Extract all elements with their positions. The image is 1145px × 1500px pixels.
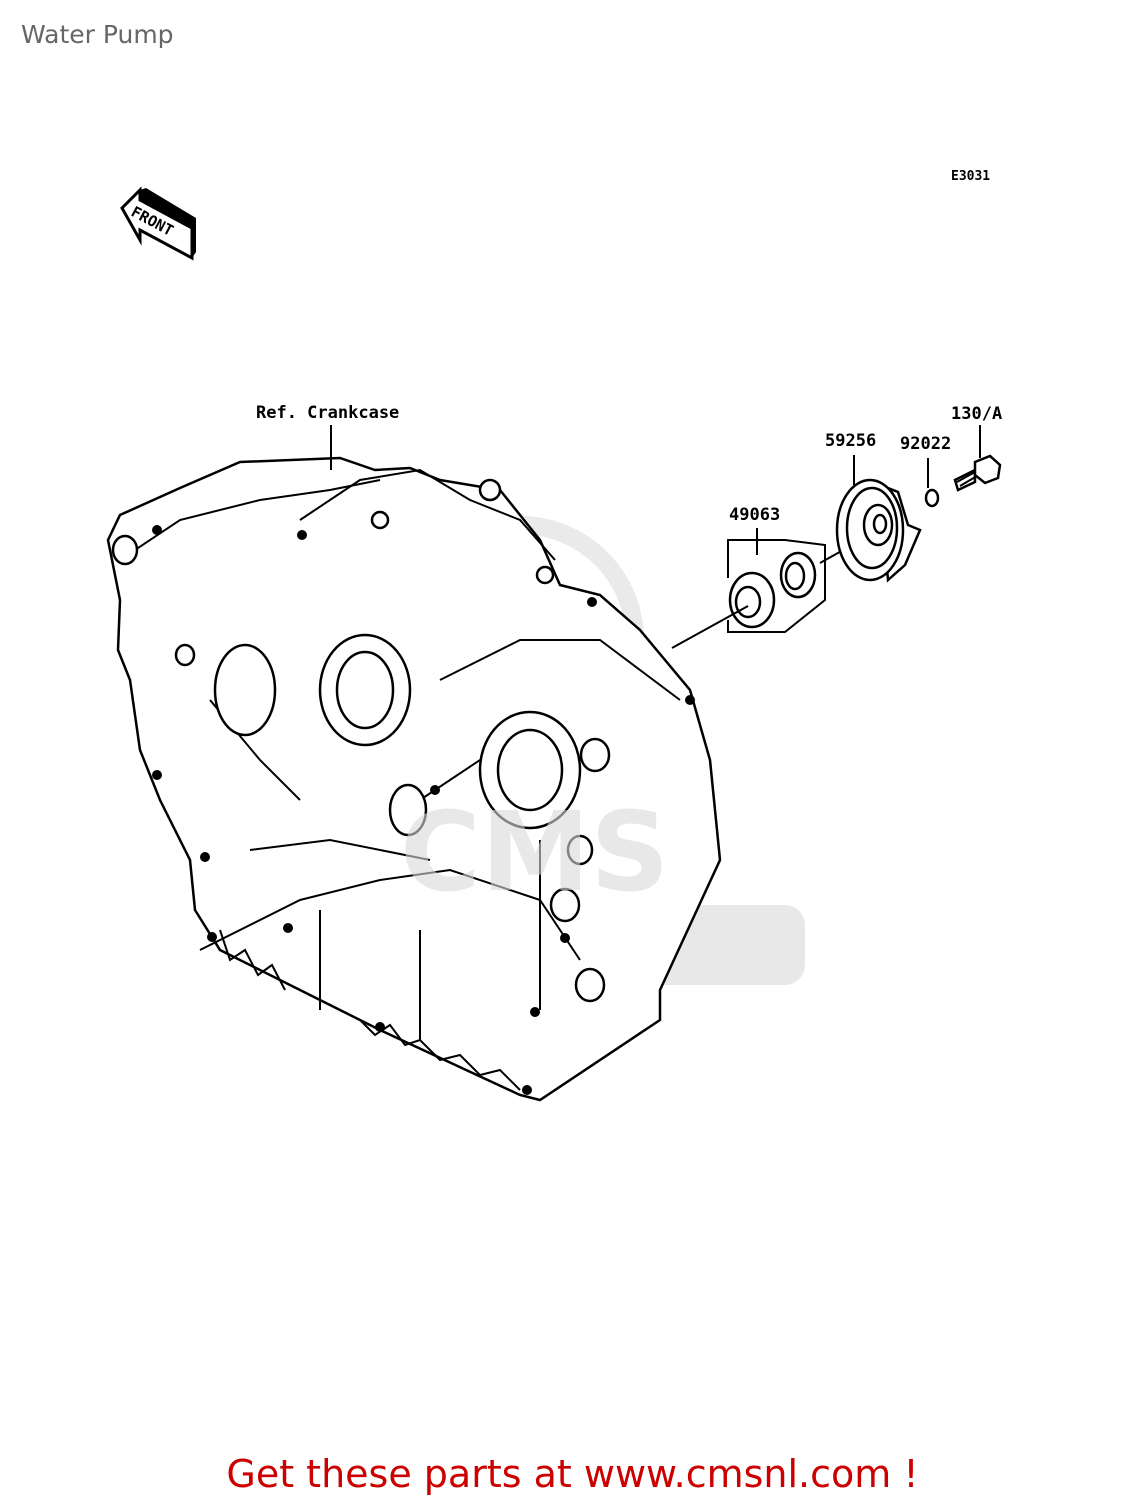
page-title: Water Pump bbox=[21, 20, 174, 49]
front-arrow-icon: FRONT bbox=[120, 186, 196, 261]
diagram-code: E3031 bbox=[951, 169, 990, 184]
part-label-49063[interactable]: 49063 bbox=[729, 505, 780, 525]
watermark-text: CMS bbox=[400, 788, 669, 916]
part-label-92022[interactable]: 92022 bbox=[900, 434, 951, 454]
footer-link[interactable]: Get these parts at www.cmsnl.com ! bbox=[226, 1452, 919, 1496]
part-130a-bolt bbox=[953, 425, 1002, 492]
part-92022-washer bbox=[924, 458, 940, 508]
reference-label: Ref. Crankcase bbox=[256, 403, 399, 423]
part-59256-pump-cover bbox=[835, 455, 922, 583]
part-label-130a[interactable]: 130/A bbox=[951, 404, 1002, 424]
part-49063-bearing-seal bbox=[671, 528, 871, 649]
part-label-59256[interactable]: 59256 bbox=[825, 431, 876, 451]
crankcase-illustration bbox=[106, 425, 722, 1102]
